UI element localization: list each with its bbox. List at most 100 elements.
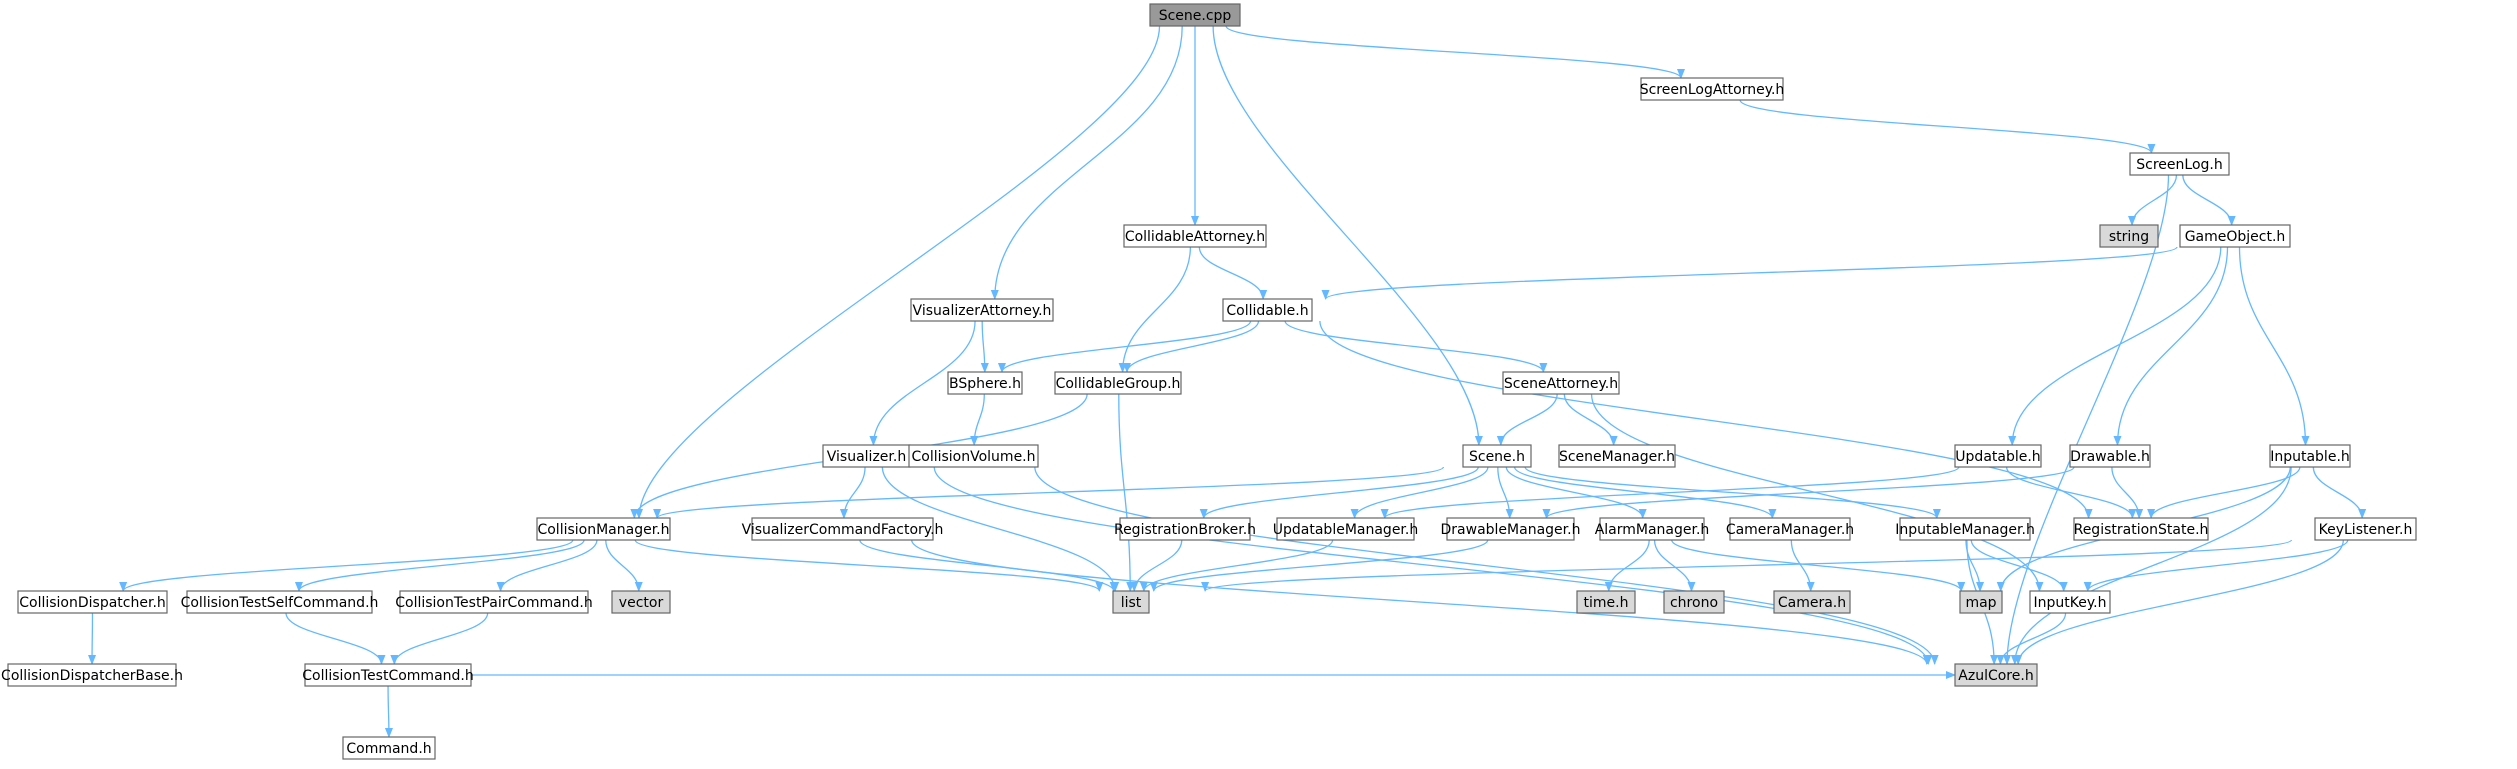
node-command-h[interactable]: Command.h bbox=[342, 736, 436, 760]
node-collisiontestcommand-h[interactable]: CollisionTestCommand.h bbox=[302, 663, 474, 687]
edge-visualizerattorney-h-to-bsphere-h bbox=[980, 320, 989, 373]
edge-registrationbroker-h-to-list bbox=[1130, 539, 1183, 592]
node-gameobject-h[interactable]: GameObject.h bbox=[2179, 224, 2291, 248]
node-box-updatablemanager-h bbox=[1276, 517, 1415, 541]
edge-scene-h-to-drawablemanager-h bbox=[1497, 466, 1514, 519]
node-collisionmanager-h[interactable]: CollisionManager.h bbox=[536, 517, 671, 541]
edge-visualizerattorney-h-to-visualizer-h bbox=[869, 320, 976, 446]
node-label-collisiondispatcherbase-h: CollisionDispatcherBase.h bbox=[1, 668, 183, 684]
node-cameramanager-h[interactable]: CameraManager.h bbox=[1726, 517, 1854, 541]
node-label-string: string bbox=[2109, 229, 2149, 245]
node-updatable-h[interactable]: Updatable.h bbox=[1954, 444, 2042, 468]
node-azulcore-h: AzulCore.h bbox=[1954, 663, 2038, 687]
node-label-alarmmanager-h: AlarmManager.h bbox=[1595, 522, 1710, 538]
edge-scene-cpp-to-scene-h bbox=[1212, 25, 1483, 446]
edge-screenlog-h-to-gameobject-h bbox=[2182, 174, 2236, 226]
edge-keylistener-h-to-azulcore-h bbox=[2014, 539, 2344, 665]
node-label-visualizercommandfactory-h: VisualizerCommandFactory.h bbox=[742, 522, 944, 538]
edge-scene-cpp-to-collisionmanager-h bbox=[635, 25, 1161, 519]
edge-keylistener-h-to-inputkey-h bbox=[2083, 539, 2349, 592]
node-label-bsphere-h: BSphere.h bbox=[949, 376, 1021, 392]
edge-scene-cpp-to-visualizerattorney-h bbox=[990, 25, 1183, 300]
edge-inputable-h-to-keylistener-h bbox=[2312, 466, 2367, 519]
edge-scene-h-to-inputablemanager-h bbox=[1524, 466, 1941, 519]
node-box-inputablemanager-h bbox=[1899, 517, 2031, 541]
node-screenlog-h[interactable]: ScreenLog.h bbox=[2129, 152, 2230, 176]
edge-collidableattorney-h-to-collidable-h bbox=[1198, 246, 1268, 300]
node-box-registrationbroker-h bbox=[1119, 517, 1251, 541]
node-box-collidableattorney-h bbox=[1123, 224, 1267, 248]
node-updatablemanager-h[interactable]: UpdatableManager.h bbox=[1273, 517, 1418, 541]
edge-collisiontestcommand-h-to-command-h bbox=[384, 685, 393, 738]
edge-gameobject-h-to-drawable-h bbox=[2113, 246, 2229, 446]
node-box-map bbox=[1959, 590, 2003, 614]
edge-screenlog-h-to-string bbox=[2128, 174, 2178, 226]
node-label-updatablemanager-h: UpdatableManager.h bbox=[1273, 522, 1418, 538]
node-collidable-h[interactable]: Collidable.h bbox=[1222, 298, 1313, 322]
node-collisionvolume-h[interactable]: CollisionVolume.h bbox=[908, 444, 1039, 468]
node-collisiontestselfcommand-h[interactable]: CollisionTestSelfCommand.h bbox=[181, 590, 379, 614]
node-keylistener-h[interactable]: KeyListener.h bbox=[2314, 517, 2417, 541]
node-bsphere-h[interactable]: BSphere.h bbox=[947, 371, 1023, 395]
node-scenemanager-h[interactable]: SceneManager.h bbox=[1558, 444, 1676, 468]
node-collisiontestpaircommand-h[interactable]: CollisionTestPairCommand.h bbox=[395, 590, 593, 614]
node-registrationbroker-h[interactable]: RegistrationBroker.h bbox=[1114, 517, 1256, 541]
node-inputkey-h[interactable]: InputKey.h bbox=[2029, 590, 2111, 614]
node-box-keylistener-h bbox=[2314, 517, 2417, 541]
node-box-collidablegroup-h bbox=[1054, 371, 1182, 395]
node-collidablegroup-h[interactable]: CollidableGroup.h bbox=[1054, 371, 1182, 395]
node-label-chrono: chrono bbox=[1670, 595, 1718, 611]
node-drawable-h[interactable]: Drawable.h bbox=[2069, 444, 2151, 468]
node-label-scenemanager-h: SceneManager.h bbox=[1559, 449, 1675, 465]
node-box-registrationstate-h bbox=[2073, 517, 2209, 541]
node-box-inputable-h bbox=[2269, 444, 2351, 468]
node-label-drawablemanager-h: DrawableManager.h bbox=[1441, 522, 1581, 538]
node-box-collisiontestpaircommand-h bbox=[399, 590, 589, 614]
node-collisiondispatcher-h[interactable]: CollisionDispatcher.h bbox=[17, 590, 168, 614]
node-box-collisionvolume-h bbox=[908, 444, 1039, 468]
node-collisiondispatcherbase-h[interactable]: CollisionDispatcherBase.h bbox=[1, 663, 183, 687]
node-label-list: list bbox=[1121, 595, 1142, 611]
node-label-inputablemanager-h: InputableManager.h bbox=[1895, 522, 2035, 538]
node-screenlogattorney-h[interactable]: ScreenLogAttorney.h bbox=[1640, 77, 1785, 101]
node-box-gameobject-h bbox=[2179, 224, 2291, 248]
node-camera-h: Camera.h bbox=[1773, 590, 1851, 614]
node-box-visualizerattorney-h bbox=[910, 298, 1054, 322]
node-chrono: chrono bbox=[1663, 590, 1725, 614]
node-sceneattorney-h[interactable]: SceneAttorney.h bbox=[1502, 371, 1620, 395]
node-string: string bbox=[2099, 224, 2159, 248]
edge-collidablegroup-h-to-list bbox=[1118, 393, 1135, 592]
node-label-scene-cpp: Scene.cpp bbox=[1159, 8, 1232, 24]
node-label-registrationstate-h: RegistrationState.h bbox=[2074, 522, 2209, 538]
node-label-camera-h: Camera.h bbox=[1778, 595, 1846, 611]
node-box-drawable-h bbox=[2069, 444, 2151, 468]
node-collidableattorney-h[interactable]: CollidableAttorney.h bbox=[1123, 224, 1267, 248]
node-inputable-h[interactable]: Inputable.h bbox=[2269, 444, 2351, 468]
node-box-collidable-h bbox=[1222, 298, 1313, 322]
node-box-time-h bbox=[1576, 590, 1636, 614]
edge-collisionmanager-h-to-vector bbox=[605, 539, 643, 592]
edge-gameobject-h-to-inputable-h bbox=[2238, 246, 2310, 446]
edge-sceneattorney-h-to-scene-h bbox=[1496, 393, 1558, 446]
node-scene-h[interactable]: Scene.h bbox=[1462, 444, 1532, 468]
edge-scene-cpp-to-screenlogattorney-h bbox=[1225, 25, 1685, 79]
node-label-registrationbroker-h: RegistrationBroker.h bbox=[1114, 522, 1256, 538]
node-visualizercommandfactory-h[interactable]: VisualizerCommandFactory.h bbox=[742, 517, 944, 541]
node-registrationstate-h[interactable]: RegistrationState.h bbox=[2073, 517, 2209, 541]
edge-collidableattorney-h-to-collidablegroup-h bbox=[1118, 246, 1192, 373]
edge-updatable-h-to-updatablemanager-h bbox=[1380, 466, 1960, 519]
node-label-inputable-h: Inputable.h bbox=[2270, 449, 2350, 465]
node-box-vector bbox=[611, 590, 671, 614]
node-inputablemanager-h[interactable]: InputableManager.h bbox=[1895, 517, 2035, 541]
node-drawablemanager-h[interactable]: DrawableManager.h bbox=[1441, 517, 1581, 541]
node-alarmmanager-h[interactable]: AlarmManager.h bbox=[1595, 517, 1710, 541]
edge-drawable-h-to-registrationstate-h bbox=[2111, 466, 2144, 519]
node-label-updatable-h: Updatable.h bbox=[1955, 449, 2040, 465]
edge-alarmmanager-h-to-chrono bbox=[1653, 539, 1696, 592]
node-visualizerattorney-h[interactable]: VisualizerAttorney.h bbox=[910, 298, 1054, 322]
node-label-collisiontestpaircommand-h: CollisionTestPairCommand.h bbox=[395, 595, 593, 611]
node-visualizer-h[interactable]: Visualizer.h bbox=[822, 444, 911, 468]
node-scene-cpp[interactable]: Scene.cpp bbox=[1149, 3, 1241, 27]
